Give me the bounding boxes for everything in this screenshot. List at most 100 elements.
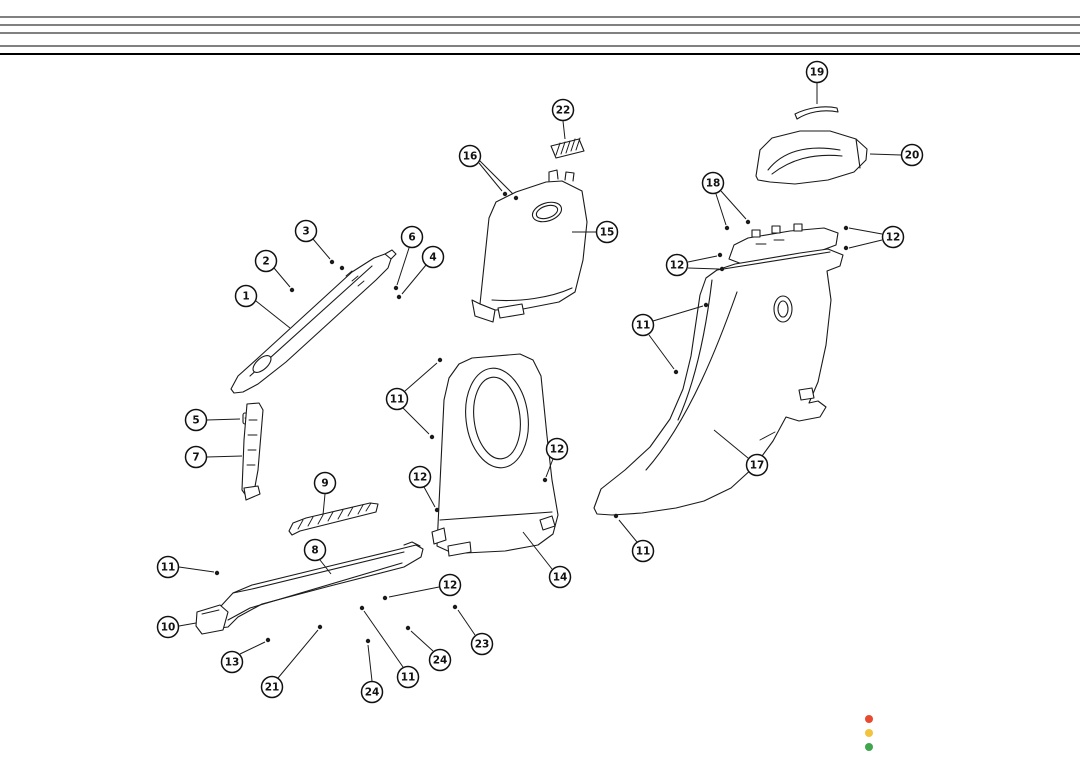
callout-12: 12	[408, 465, 432, 489]
leader-line	[367, 644, 373, 682]
callout-10: 10	[156, 615, 180, 639]
callout-balloon	[303, 538, 327, 562]
callout-balloon	[220, 650, 244, 674]
callout-23: 23	[470, 632, 494, 656]
fastener-dot	[717, 252, 723, 258]
leader-line	[479, 160, 514, 195]
callout-1: 1	[234, 284, 258, 308]
leader-line	[239, 641, 266, 655]
leader-line	[410, 630, 434, 652]
callout-number: 12	[670, 260, 685, 272]
callout-24: 24	[428, 648, 452, 672]
callout-number: 9	[321, 478, 328, 490]
leader-line	[648, 334, 675, 370]
leader-line	[178, 566, 215, 573]
callout-12: 12	[881, 225, 905, 249]
fastener-dot	[382, 595, 388, 601]
part-9-sill-strip	[289, 503, 378, 535]
callout-20: 20	[900, 143, 924, 167]
callout-15: 15	[595, 220, 619, 244]
callout-number: 7	[192, 452, 199, 464]
callout-balloon	[184, 408, 208, 432]
callout-balloon	[260, 675, 284, 699]
callout-4: 4	[421, 245, 445, 269]
part-quarter-shelf-bracket	[729, 224, 838, 264]
callout-number: 5	[192, 415, 199, 427]
fastener-dot	[719, 266, 725, 272]
callout-8: 8	[303, 538, 327, 562]
callout-balloon	[595, 220, 619, 244]
callout-number: 2	[262, 256, 269, 268]
header-rules-layer	[0, 16, 1080, 55]
callout-number: 16	[463, 151, 478, 163]
callout-5: 5	[184, 408, 208, 432]
callout-2: 2	[254, 249, 278, 273]
callout-number: 11	[390, 394, 405, 406]
callout-number: 21	[265, 682, 280, 694]
part-10-end-cap	[196, 605, 228, 634]
callout-number: 11	[161, 562, 176, 574]
part-1-a-pillar-trim	[231, 250, 396, 393]
callout-balloon	[421, 245, 445, 269]
callout-balloon	[548, 565, 572, 589]
callout-3: 3	[294, 219, 318, 243]
fastener-dot	[393, 285, 399, 291]
callout-number: 17	[750, 460, 765, 472]
callout-14: 14	[548, 565, 572, 589]
callout-balloon	[805, 60, 829, 84]
callout-number: 11	[401, 672, 416, 684]
callout-number: 10	[161, 622, 176, 634]
leader-line	[848, 227, 883, 235]
callout-number: 15	[600, 227, 615, 239]
leader-line	[277, 629, 319, 679]
callout-number: 20	[905, 150, 920, 162]
callout-balloon	[631, 313, 655, 337]
part-14-b-pillar-lower-trim	[432, 354, 558, 556]
callout-balloon	[313, 471, 337, 495]
leader-line	[206, 418, 241, 421]
callout-balloon	[156, 555, 180, 579]
callout-balloon	[400, 225, 424, 249]
callout-balloon	[428, 648, 452, 672]
callout-number: 19	[810, 67, 825, 79]
status-dot-green	[865, 743, 873, 751]
leader-line	[652, 305, 704, 322]
fastener-dot	[359, 605, 365, 611]
callout-balloon	[396, 665, 420, 689]
leader-line	[848, 239, 883, 249]
leader-line	[713, 429, 749, 459]
callout-balloon	[665, 253, 689, 277]
callout-number: 1	[242, 291, 249, 303]
callout-13: 13	[220, 650, 244, 674]
leader-line	[687, 255, 718, 263]
callout-number: 24	[365, 687, 380, 699]
callout-balloon	[294, 219, 318, 243]
leader-line	[396, 247, 410, 286]
callout-24: 24	[360, 680, 384, 704]
leader-line	[273, 267, 291, 288]
leader-line	[401, 264, 427, 295]
callout-22: 22	[551, 98, 575, 122]
callout-number: 11	[636, 546, 651, 558]
callout-number: 23	[475, 639, 490, 651]
callout-balloon	[551, 98, 575, 122]
callout-11: 11	[396, 665, 420, 689]
leader-line	[255, 300, 291, 329]
callout-18: 18	[701, 171, 725, 195]
part-22-grille	[551, 138, 584, 158]
leader-line	[562, 120, 566, 140]
callout-number: 24	[433, 655, 448, 667]
leader-line	[687, 267, 720, 270]
leader-line	[363, 610, 404, 668]
callout-number: 3	[302, 226, 309, 238]
status-dots-layer	[865, 715, 873, 751]
fastener-dot	[317, 624, 323, 630]
fastener-dot	[673, 369, 679, 375]
callout-balloon	[900, 143, 924, 167]
callout-19: 19	[805, 60, 829, 84]
leader-line	[869, 153, 902, 156]
callout-number: 12	[886, 232, 901, 244]
callout-21: 21	[260, 675, 284, 699]
